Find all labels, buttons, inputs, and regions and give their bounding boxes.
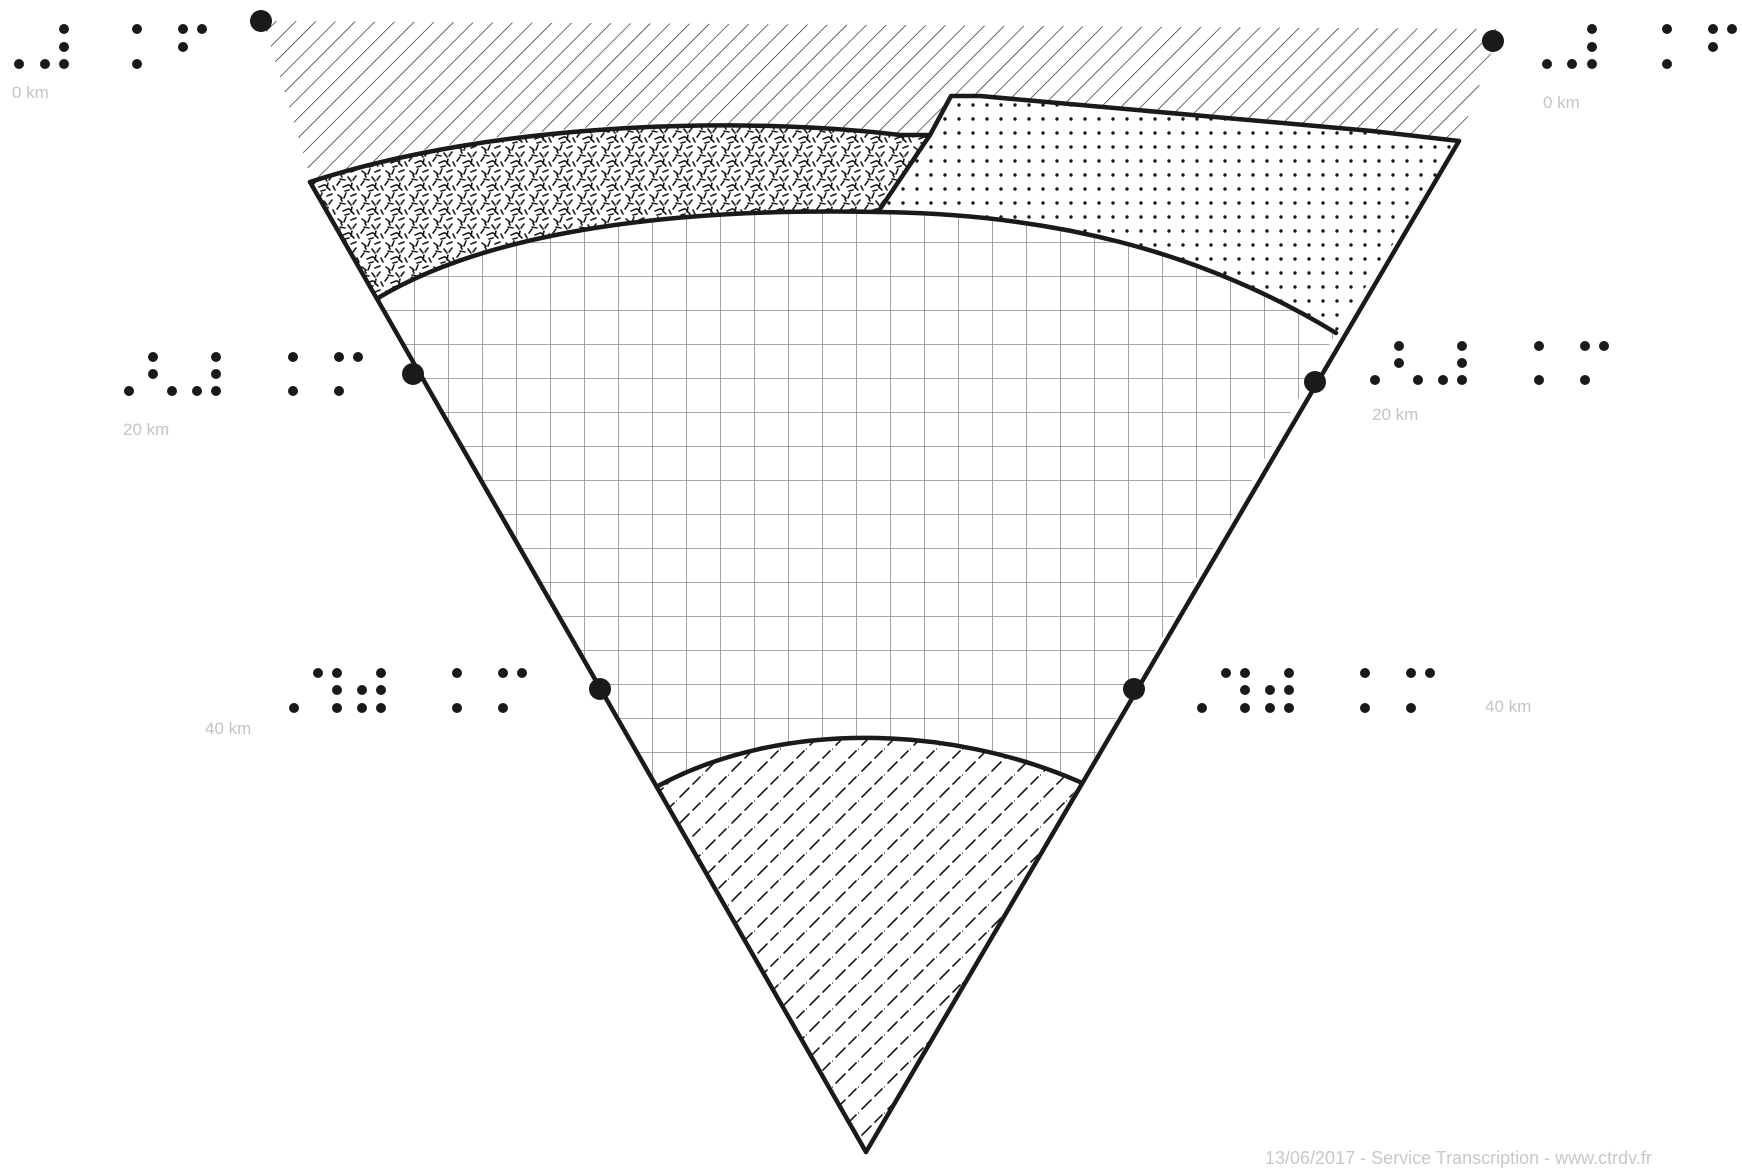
depth-label-left-0: 0 km (12, 83, 49, 103)
depth-label-right-20: 20 km (1372, 405, 1418, 425)
depth-marker-right-20 (1304, 371, 1326, 393)
lower-layer (658, 738, 1080, 1152)
braille-caption-mid-left (124, 352, 363, 396)
depth-marker-right-0 (1482, 30, 1504, 52)
mantle-layer (378, 211, 1336, 786)
footer-credit: 13/06/2017 - Service Transcription - www… (1265, 1148, 1652, 1169)
braille-caption-top-left (14, 24, 207, 69)
depth-marker-left-40 (589, 678, 611, 700)
braille-caption-low-right (1197, 668, 1435, 713)
depth-marker-left-20 (402, 363, 424, 385)
braille-caption-mid-right (1370, 341, 1609, 385)
depth-marker-left-0 (250, 10, 272, 32)
depth-label-right-40: 40 km (1485, 697, 1531, 717)
depth-label-left-40: 40 km (205, 719, 251, 739)
braille-caption-low-left (289, 668, 527, 713)
depth-label-left-20: 20 km (123, 420, 169, 440)
depth-marker-right-40 (1123, 678, 1145, 700)
braille-caption-top-right (1542, 24, 1737, 69)
depth-label-right-0: 0 km (1543, 93, 1580, 113)
